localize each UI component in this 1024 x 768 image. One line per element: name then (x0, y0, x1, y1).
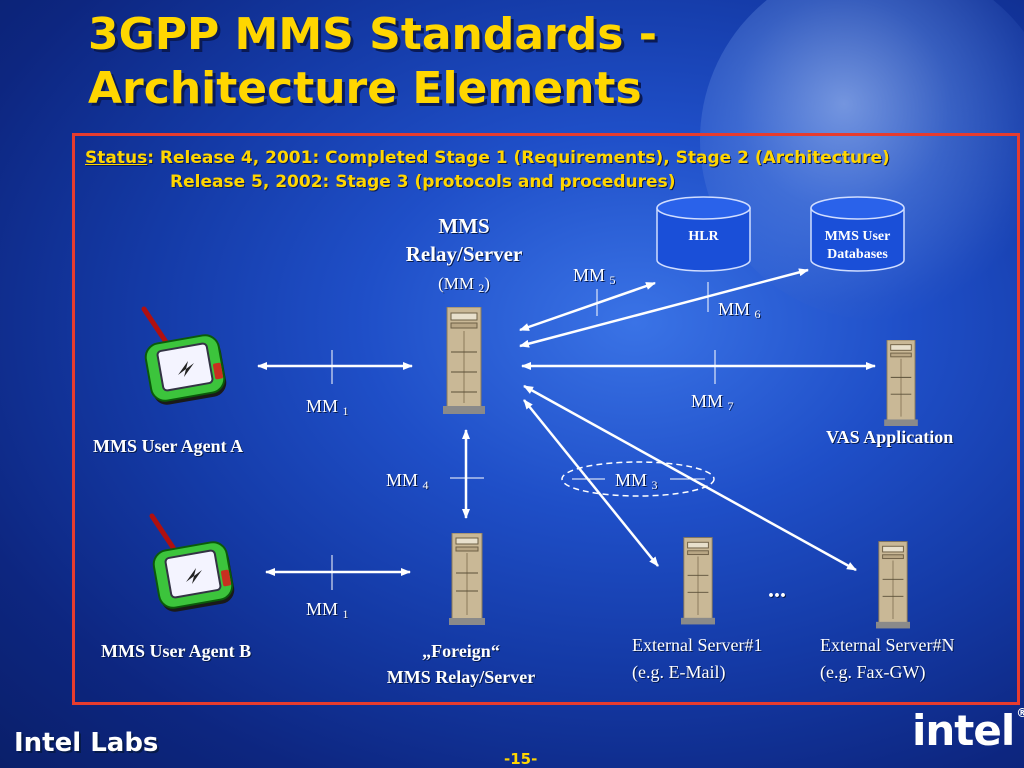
mm4-sub: 4 (422, 478, 429, 492)
status-block: Status: Release 4, 2001: Completed Stage… (85, 146, 890, 194)
ext1-line-1: External Server#1 (632, 635, 763, 655)
relay-mm-sub: 2 (478, 281, 485, 295)
mm5-line (519, 281, 656, 332)
mm1-top-label: MM 1 (306, 396, 349, 419)
title-line-2: Architecture Elements (88, 63, 642, 114)
hlr-database-icon (656, 196, 751, 272)
vas-label: VAS Application (826, 427, 954, 447)
foreign-line-2: MMS Relay/Server (386, 667, 536, 687)
relay-mm-close: ) (484, 274, 490, 293)
intel-logo-text: intel (912, 706, 1015, 755)
relay-server-icon (443, 307, 485, 414)
relay-title-line-2: Relay/Server (405, 242, 523, 266)
mm3-line-extn (523, 384, 857, 572)
foreign-relay-label: „Foreign“ MMS Relay/Server (366, 638, 556, 690)
user-database-icon (810, 196, 905, 272)
page-title: 3GPP MMS Standards - Architecture Elemen… (88, 8, 657, 116)
ellipsis-label: ... (768, 577, 786, 603)
mm6-line (519, 268, 809, 348)
status-line-1: : Release 4, 2001: Completed Stage 1 (Re… (147, 148, 890, 168)
mm5-label: MM 5 (573, 265, 616, 288)
mm1-bottom-text: MM (306, 599, 339, 619)
user-db-line-2: Databases (827, 247, 888, 262)
extn-line-1: External Server#N (820, 635, 955, 655)
ext1-line-2: (e.g. E-Mail) (632, 662, 726, 682)
mm1-top-text: MM (306, 396, 339, 416)
relay-mm-open: (MM (438, 274, 479, 293)
user-db-line-1: MMS User (824, 229, 891, 244)
mm6-sub: 6 (754, 307, 761, 321)
user-database-label: MMS User Databases (810, 228, 905, 264)
intel-logo: intel® (912, 706, 1024, 755)
relay-server-label: MMS Relay/Server (MM 2) (393, 212, 535, 302)
external-server-n-icon (876, 541, 910, 629)
mm6-text: MM (718, 299, 751, 319)
footer-intel-labs: Intel Labs (14, 728, 159, 758)
foreign-line-1: „Foreign“ (422, 641, 500, 661)
agent-a-label: MMS User Agent A (93, 436, 244, 456)
mobile-device-b-icon (149, 513, 235, 612)
mm5-text: MM (573, 265, 606, 285)
external-server-n-label: External Server#N (e.g. Fax-GW) (820, 632, 954, 686)
foreign-relay-server-icon (449, 533, 485, 625)
relay-title-line-1: MMS (438, 214, 490, 238)
mm1-top-sub: 1 (342, 404, 349, 418)
status-line-2: Release 5, 2002: Stage 3 (protocols and … (170, 172, 676, 192)
external-server-1-icon (681, 537, 715, 625)
mm3-sub: 3 (651, 478, 658, 492)
mm5-sub: 5 (609, 273, 616, 287)
relay-mm2-label: (MM 2) (438, 274, 490, 295)
registered-mark: ® (1016, 706, 1024, 720)
agent-b-label: MMS User Agent B (101, 641, 252, 661)
page-number: -15- (504, 750, 538, 768)
mm4-label: MM 4 (386, 470, 429, 493)
mm1-bottom-label: MM 1 (306, 599, 349, 622)
mm3-label: MM 3 (615, 470, 658, 493)
mm7-sub: 7 (727, 399, 734, 413)
external-server-1-label: External Server#1 (e.g. E-Mail) (632, 632, 762, 686)
mm7-label: MM 7 (691, 391, 734, 414)
diagram-frame (72, 133, 1020, 705)
hlr-label: HLR (688, 229, 719, 244)
mm3-dashed-ellipse (561, 461, 715, 497)
mobile-device-a-icon (141, 306, 227, 405)
vas-server-icon (884, 340, 918, 426)
extn-line-2: (e.g. Fax-GW) (820, 662, 926, 682)
status-label: Status (85, 148, 148, 168)
mm3-text: MM (615, 470, 648, 490)
mm4-text: MM (386, 470, 419, 490)
mm7-text: MM (691, 391, 724, 411)
mm6-label: MM 6 (718, 299, 761, 322)
title-line-1: 3GPP MMS Standards - (88, 9, 658, 60)
mm1-bottom-sub: 1 (342, 607, 349, 621)
